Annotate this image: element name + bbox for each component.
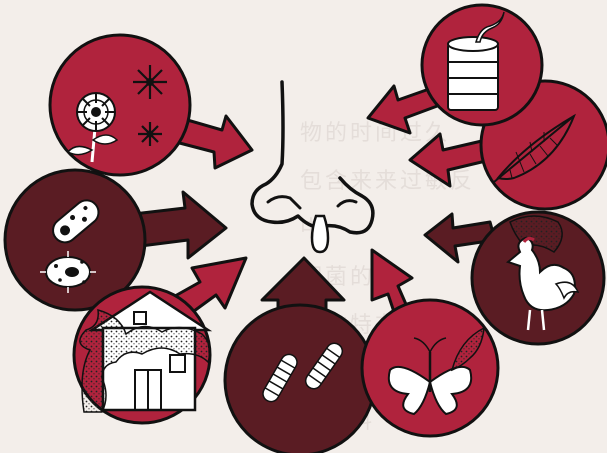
candle-source: [368, 5, 542, 133]
nose-icon: [252, 82, 373, 252]
larvae-bubble: [225, 305, 375, 453]
pollen-source: [50, 35, 252, 175]
feather-arrow: [410, 134, 490, 186]
larvae-source: [225, 258, 375, 453]
